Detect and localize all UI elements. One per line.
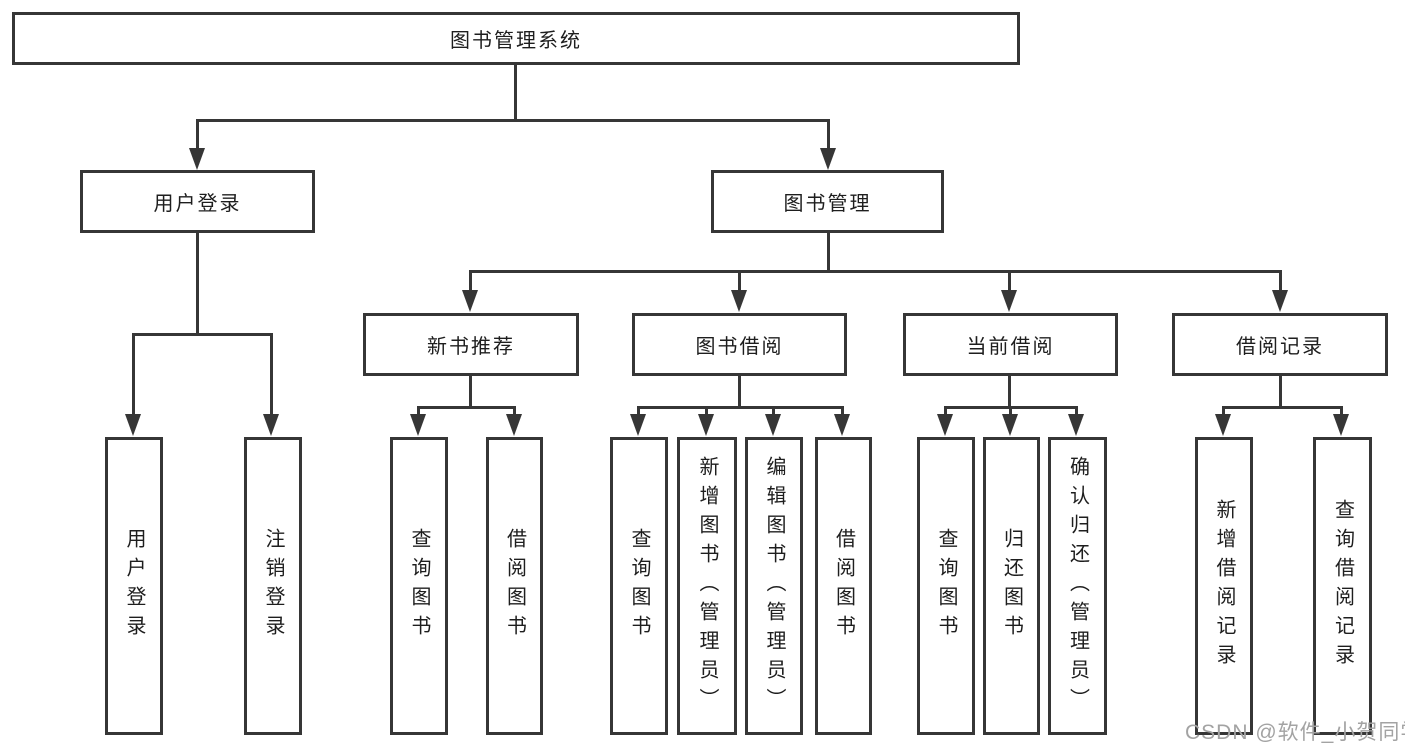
connector-line — [513, 406, 516, 416]
connector-line — [1340, 406, 1343, 416]
leaf-borrow-query-books: 查询图书 — [610, 437, 668, 735]
arrowhead-icon — [698, 414, 714, 436]
connector-line — [705, 406, 708, 416]
arrowhead-icon — [506, 414, 522, 436]
arrowhead-icon — [1001, 290, 1017, 312]
leaf-newbook-borrow-books: 借阅图书 — [486, 437, 543, 735]
arrowhead-icon — [462, 290, 478, 312]
leaf-newbook-query-books: 查询图书 — [390, 437, 448, 735]
arrowhead-icon — [1215, 414, 1231, 436]
connector-line — [1222, 406, 1225, 416]
connector-line — [514, 65, 517, 120]
leaf-records-query-borrow-record: 查询借阅记录 — [1313, 437, 1372, 735]
connector-line — [196, 119, 199, 151]
node-current-borrowing: 当前借阅 — [903, 313, 1118, 376]
connector-line — [944, 406, 947, 416]
arrowhead-icon — [765, 414, 781, 436]
leaf-records-add-borrow-record: 新增借阅记录 — [1195, 437, 1253, 735]
node-book-management: 图书管理 — [711, 170, 944, 233]
connector-line — [469, 376, 472, 409]
leaf-user-login: 用户登录 — [105, 437, 163, 735]
leaf-current-confirm-return-admin: 确认归还（管理员） — [1048, 437, 1107, 735]
connector-line — [196, 119, 830, 122]
arrowhead-icon — [630, 414, 646, 436]
connector-line — [196, 232, 199, 336]
leaf-borrow-borrow-books: 借阅图书 — [815, 437, 872, 735]
arrowhead-icon — [1333, 414, 1349, 436]
node-borrowing-records: 借阅记录 — [1172, 313, 1388, 376]
leaf-current-return-books: 归还图书 — [983, 437, 1040, 735]
connector-line — [132, 333, 135, 415]
arrowhead-icon — [834, 414, 850, 436]
node-user-login: 用户登录 — [80, 170, 315, 233]
arrowhead-icon — [731, 290, 747, 312]
arrowhead-icon — [189, 148, 205, 170]
connector-line — [827, 119, 830, 151]
connector-line — [827, 232, 830, 273]
node-library-management-system: 图书管理系统 — [12, 12, 1020, 65]
arrowhead-icon — [1068, 414, 1084, 436]
connector-line — [469, 270, 1282, 273]
arrowhead-icon — [263, 414, 279, 436]
leaf-logout: 注销登录 — [244, 437, 302, 735]
node-new-book-recommendation: 新书推荐 — [363, 313, 579, 376]
connector-line — [772, 406, 775, 416]
node-book-borrowing: 图书借阅 — [632, 313, 847, 376]
arrowhead-icon — [1002, 414, 1018, 436]
connector-line — [841, 406, 844, 416]
leaf-borrow-edit-books-admin: 编辑图书（管理员） — [745, 437, 803, 735]
arrowhead-icon — [1272, 290, 1288, 312]
connector-line — [417, 406, 516, 409]
connector-line — [469, 270, 472, 292]
arrowhead-icon — [937, 414, 953, 436]
csdn-watermark: CSDN @软件_小贺同学 — [1185, 721, 1405, 744]
connector-line — [738, 376, 741, 409]
connector-line — [1279, 376, 1282, 409]
connector-line — [637, 406, 844, 409]
connector-line — [1075, 406, 1078, 416]
connector-line — [132, 333, 273, 336]
arrowhead-icon — [820, 148, 836, 170]
connector-line — [738, 270, 741, 292]
leaf-current-query-books: 查询图书 — [917, 437, 975, 735]
connector-line — [270, 333, 273, 415]
connector-line — [1279, 270, 1282, 292]
connector-line — [1009, 406, 1012, 416]
arrowhead-icon — [125, 414, 141, 436]
leaf-borrow-add-books-admin: 新增图书（管理员） — [677, 437, 737, 735]
connector-line — [417, 406, 420, 416]
connector-line — [1008, 376, 1011, 409]
connector-line — [637, 406, 640, 416]
arrowhead-icon — [410, 414, 426, 436]
connector-line — [1008, 270, 1011, 292]
connector-line — [1222, 406, 1343, 409]
